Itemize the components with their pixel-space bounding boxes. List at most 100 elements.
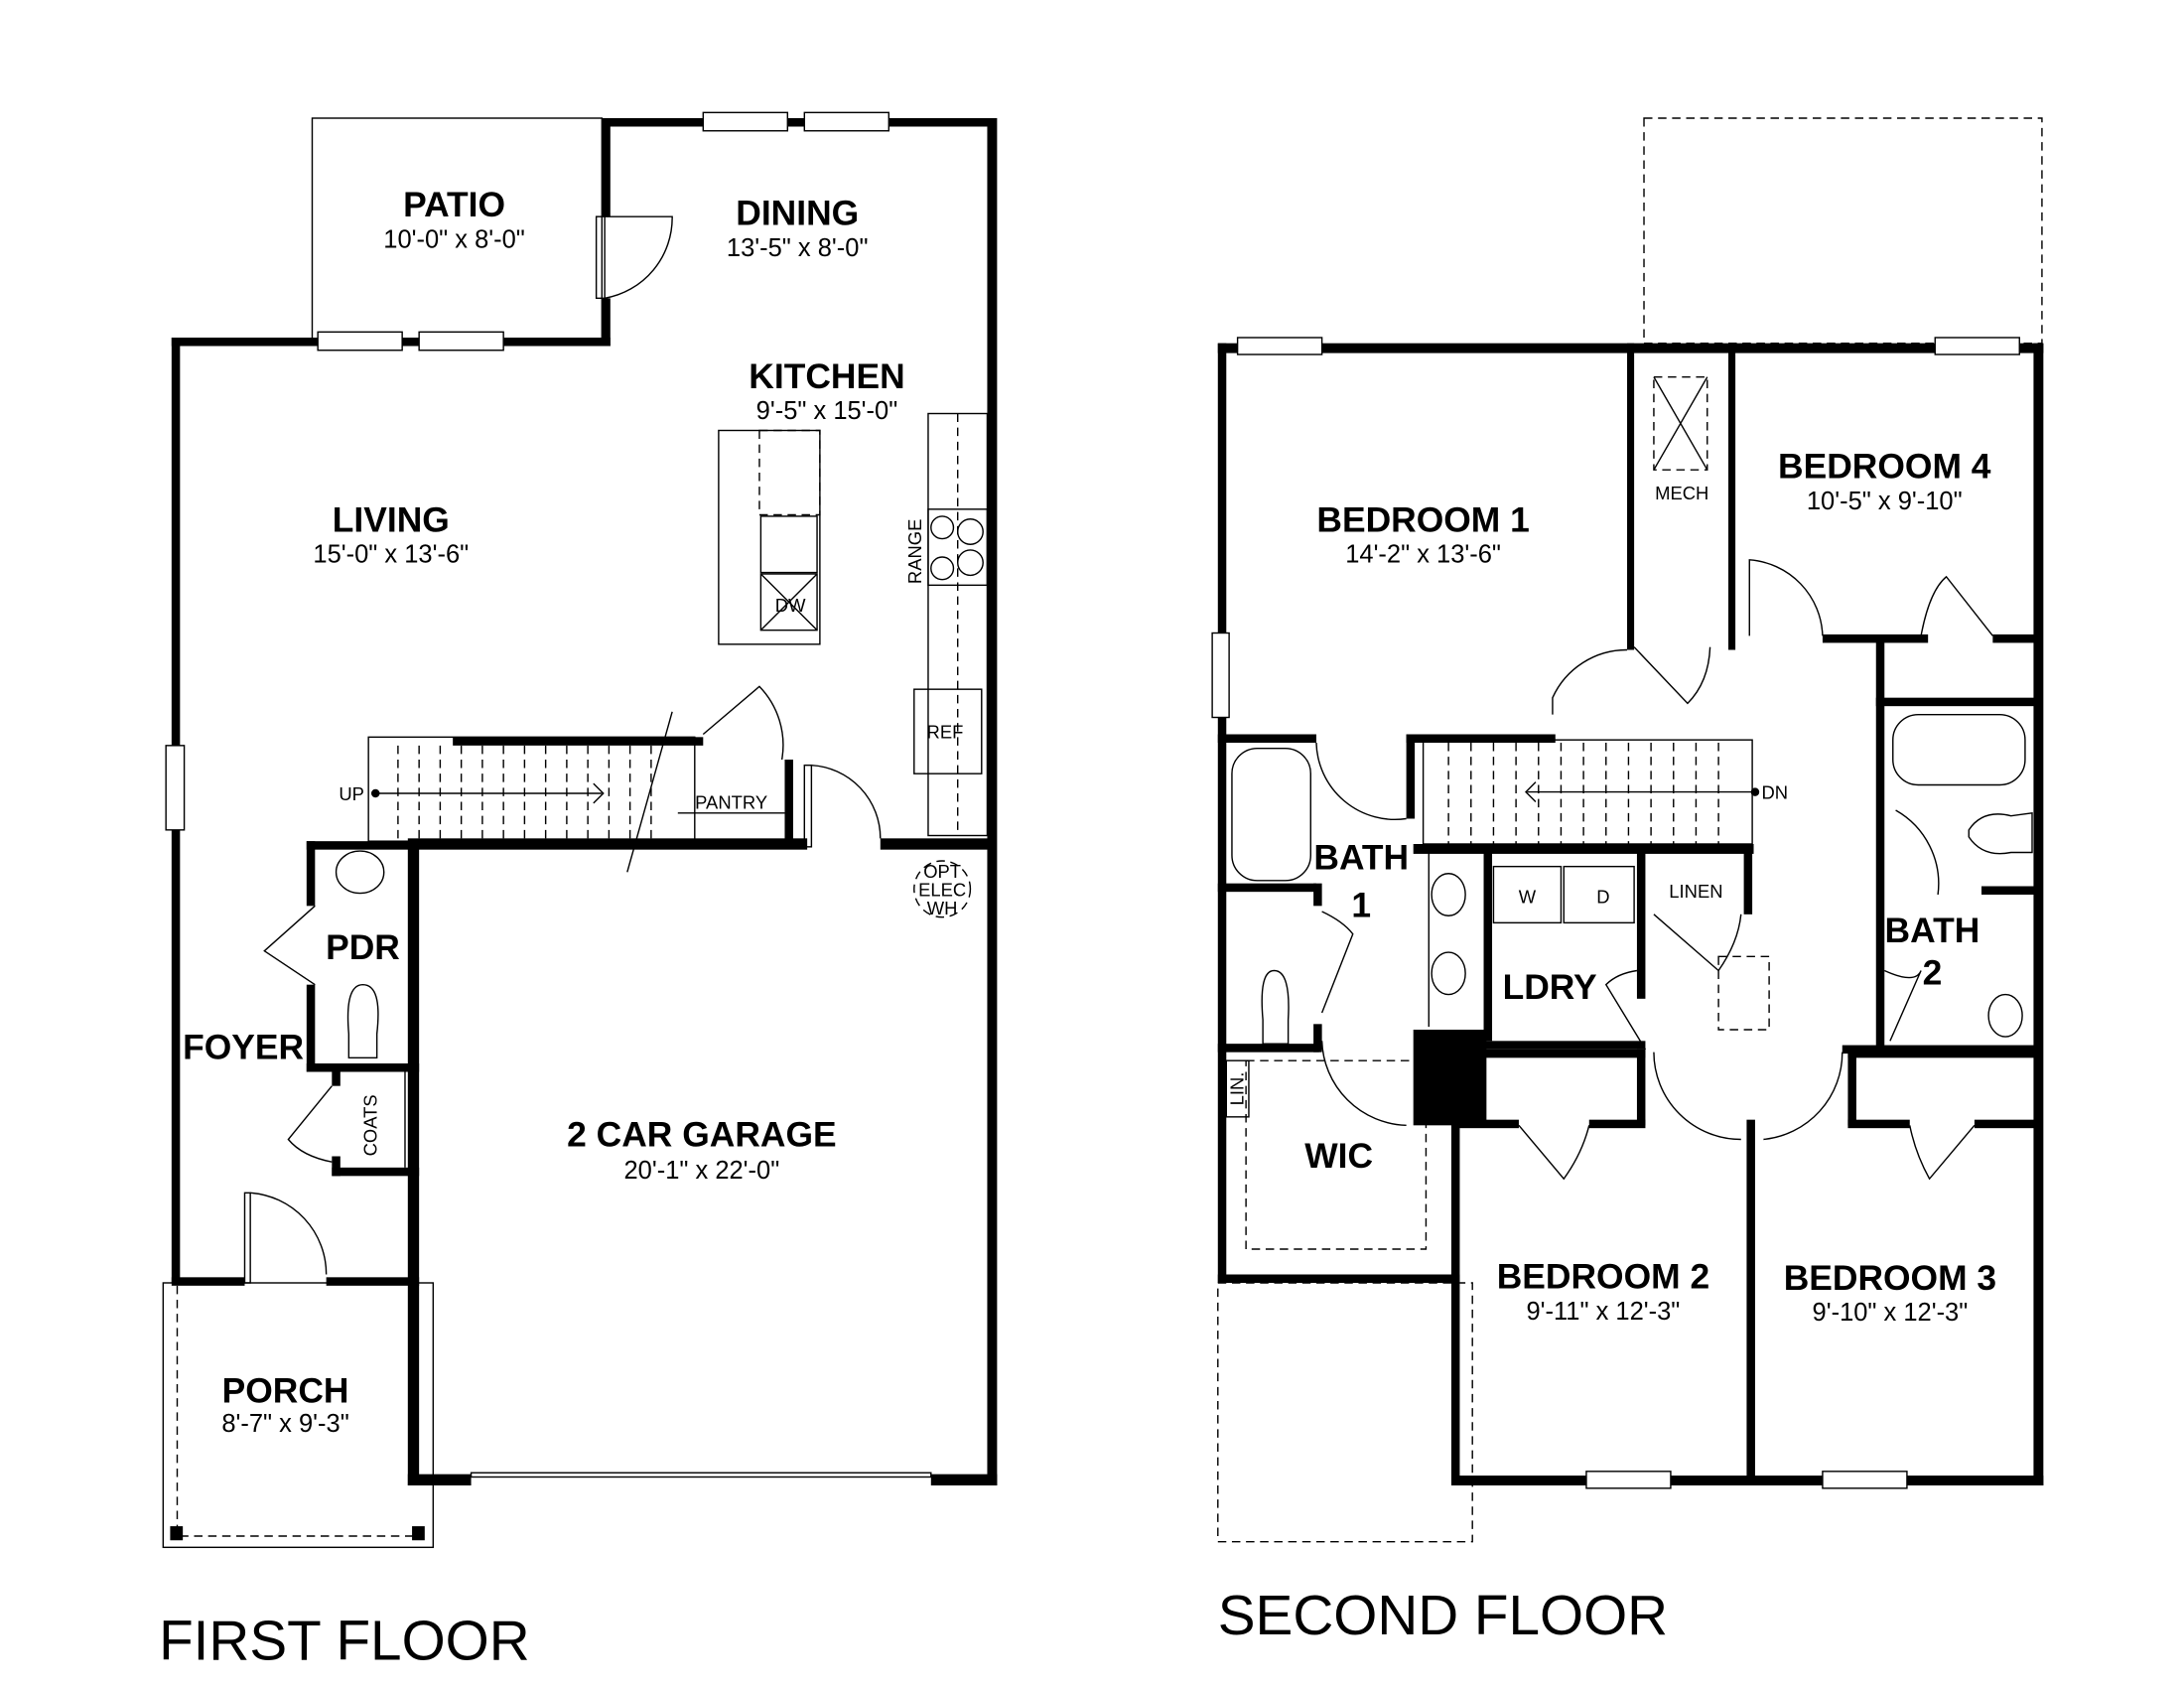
window [418,331,504,352]
bath1-door[interactable] [1315,742,1407,820]
room-dims-porch: 8'-7" x 9'-3" [221,1410,348,1438]
bath2-door[interactable] [1883,969,1922,1042]
label-wh-1: OPT [923,861,961,882]
first-floor-plan: PATIO 10'-0" x 8'-0" DINING 13'-5" x 8'-… [159,111,998,1673]
stairs-first-floor[interactable] [367,736,696,842]
wic-linen [1225,1059,1250,1118]
room-label-kitchen: KITCHEN [749,356,904,396]
wall-wic-bottom [1217,1274,1460,1283]
attic-access [1717,955,1770,1031]
patio-door-leaf[interactable] [595,215,606,300]
wall-left [1217,343,1227,1284]
mech-door[interactable] [1633,646,1711,705]
bed2-door[interactable] [1653,1052,1741,1141]
wall-garage-left [407,844,420,1485]
bed4-closet-door[interactable] [1920,575,1993,636]
pdr-toilet [346,983,379,1059]
porch-outline [162,1282,435,1549]
bed4-door[interactable] [1748,559,1824,636]
kitchen-island [718,429,821,645]
bath2-toilet [1968,812,2033,855]
wall-stair-top-left [1406,734,1556,743]
room-dims-living: 15'-0" x 13'-6" [313,541,469,569]
label-coats: COATS [360,1094,381,1156]
wall-bed2-bed3 [1746,1119,1755,1485]
wall-ldry-right [1636,844,1646,999]
garage-door[interactable] [470,1472,932,1478]
room-dims-bedroom4: 10'-5" x 9'-10" [1807,488,1963,515]
garage-entry-door[interactable] [803,764,813,848]
room-label-living: LIVING [333,499,450,539]
wall-garage-bottom-left [407,1474,472,1485]
first-floor-title: FIRST FLOOR [159,1611,530,1673]
wall-pdr-bottom [306,1063,420,1072]
bed1-door[interactable] [1552,648,1628,715]
range [927,508,989,587]
front-door-leaf[interactable] [243,1192,251,1284]
wall-foyer-bottom-right [326,1277,420,1286]
bath1-sink [1431,873,1466,916]
room-label-patio: PATIO [403,185,505,224]
label-wh-3: WH [927,898,958,918]
room-label-foyer: FOYER [183,1028,304,1067]
wic-shelf [1245,1059,1428,1250]
coats-door[interactable] [287,1085,333,1163]
wall-bed3-closet-bottom-l [1847,1119,1910,1129]
wall-ldry-left [1483,844,1493,1042]
pantry-door[interactable] [702,685,784,761]
wall-dining-left-upper [602,118,611,217]
wall-bed2-closet-top [1453,1049,1646,1058]
window [1585,1471,1672,1489]
label-pantry: PANTRY [695,792,767,813]
bath2-sink [1987,993,2023,1038]
label-washer: W [1519,886,1537,907]
water-heater [913,860,972,918]
linen-door[interactable] [1653,914,1742,972]
room-dims-bedroom1: 14'-2" x 13'-6" [1345,541,1501,569]
wall-pdr-top [306,841,420,850]
wall-foyer-bottom-left [171,1277,245,1286]
wall-bed2-closet-bottom-l [1453,1119,1519,1129]
bath1-toilet [1261,969,1290,1045]
kitchen-sink [759,515,818,574]
wall-dining-top [602,118,996,127]
wall-bed3-closet-left [1847,1049,1856,1126]
room-label-ldry: LDRY [1503,967,1597,1007]
roof-outline-bottom [1217,1282,1473,1543]
wall-bed3-closet-bottom-r [1974,1119,2035,1129]
window [702,111,789,132]
mech-diag [1653,376,1708,471]
label-ref: REF [927,722,964,743]
window [1822,1471,1908,1489]
roof-outline-top [1643,117,2043,345]
stair-break-line [626,711,673,873]
room-label-bedroom3: BEDROOM 3 [1784,1258,1996,1298]
bed3-door[interactable] [1763,1052,1843,1141]
room-label-bath2: BATH [1885,911,1980,950]
porch-column-left [170,1526,184,1541]
dryer [1563,865,1635,924]
wall-bed4-bottom-right [1992,633,2035,643]
pdr-door[interactable] [263,905,316,986]
ldry-door[interactable] [1604,969,1647,1051]
stair-start-dot [370,788,380,798]
wc-door[interactable] [1320,911,1354,1014]
wall-mech-right [1728,343,1736,650]
wall-right [987,118,998,1485]
room-label-porch: PORCH [222,1370,349,1410]
room-label-pdr: PDR [326,927,400,967]
wall-bed3-closet-top [1847,1049,2035,1058]
front-door-swing [250,1192,328,1275]
bath2-inner-door[interactable] [1895,809,1940,896]
bed2-closet-door[interactable] [1518,1124,1590,1181]
wall-wc-stub [1313,883,1322,907]
wic-door[interactable] [1320,1041,1407,1127]
label-lin: LIN. [1226,1072,1247,1106]
washer [1492,865,1563,924]
label-linen: LINEN [1669,881,1722,902]
label-mech: MECH [1655,483,1708,503]
bed3-closet-door[interactable] [1909,1124,1976,1181]
wall-bath1-tub-bottom [1217,883,1316,893]
window [1934,337,2020,355]
window [317,331,403,352]
